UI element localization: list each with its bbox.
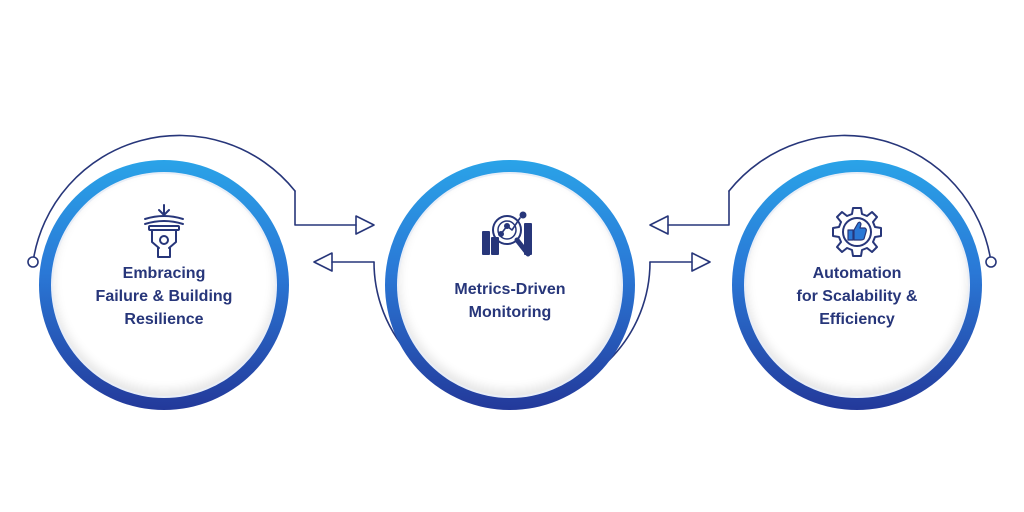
node-label: Automation for Scalability & Efficiency xyxy=(796,265,918,328)
chart-magnifier-icon xyxy=(481,208,539,265)
node-inner: Metrics-Driven Monitoring xyxy=(399,174,621,396)
node-inner: Automation for Scalability & Efficiency xyxy=(746,174,968,396)
node-inner: Embracing Failure & Building Resilience xyxy=(53,174,275,396)
node-label: Metrics-Driven Monitoring xyxy=(454,281,566,321)
gear-thumbs-up-icon xyxy=(831,206,883,263)
pressure-resilience-icon xyxy=(141,204,187,263)
node-embracing-failure: Embracing Failure & Building Resilience xyxy=(39,160,289,410)
node-label: Embracing Failure & Building Resilience xyxy=(95,265,233,328)
node-automation: Automation for Scalability & Efficiency xyxy=(732,160,982,410)
node-metrics-monitoring: Metrics-Driven Monitoring xyxy=(385,160,635,410)
